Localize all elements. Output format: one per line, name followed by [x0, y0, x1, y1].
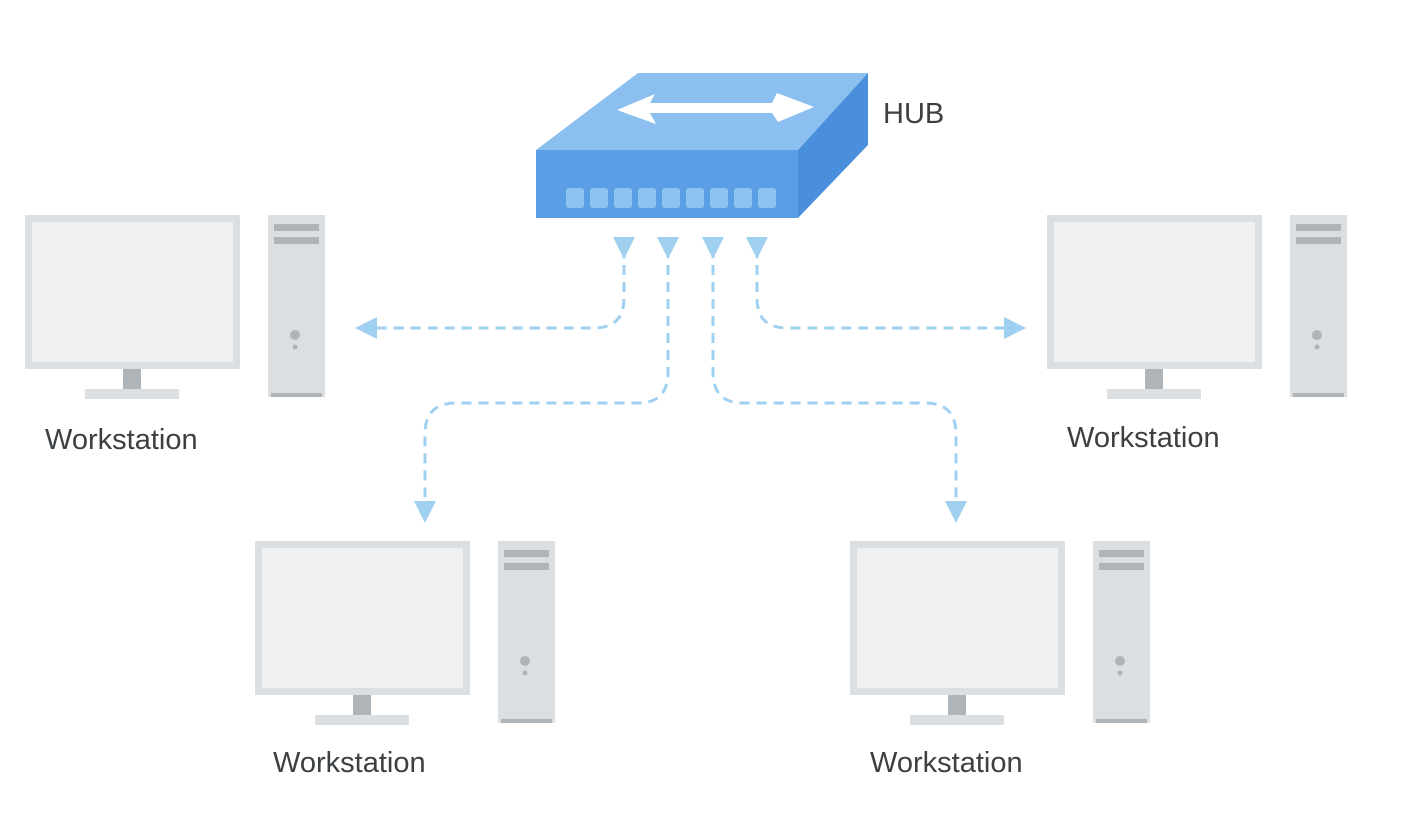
workstation-label: Workstation — [1067, 422, 1220, 454]
workstation-label: Workstation — [273, 747, 426, 779]
workstation-bottom-left — [255, 541, 555, 725]
workstation-right — [1047, 215, 1347, 399]
hub-side-face — [798, 73, 868, 218]
workstation-bottom-right — [850, 541, 1150, 725]
connection-hub-to-workstation-right — [746, 237, 1026, 339]
connection-hub-to-workstation-left — [355, 237, 635, 339]
workstation-label: Workstation — [45, 424, 198, 456]
hub-ports — [566, 188, 776, 208]
connection-hub-to-workstation-bottom-left — [414, 237, 679, 523]
computer-icon — [25, 215, 325, 399]
computer-icon — [255, 541, 555, 725]
computer-icon — [1047, 215, 1347, 399]
workstation-label: Workstation — [870, 747, 1023, 779]
hub-icon — [536, 73, 868, 218]
workstation-left — [25, 215, 325, 399]
connections — [355, 237, 1026, 523]
hub-label: HUB — [883, 98, 944, 130]
computer-icon — [850, 541, 1150, 725]
connection-hub-to-workstation-bottom-right — [702, 237, 967, 523]
hub-double-arrow-icon — [617, 93, 814, 124]
